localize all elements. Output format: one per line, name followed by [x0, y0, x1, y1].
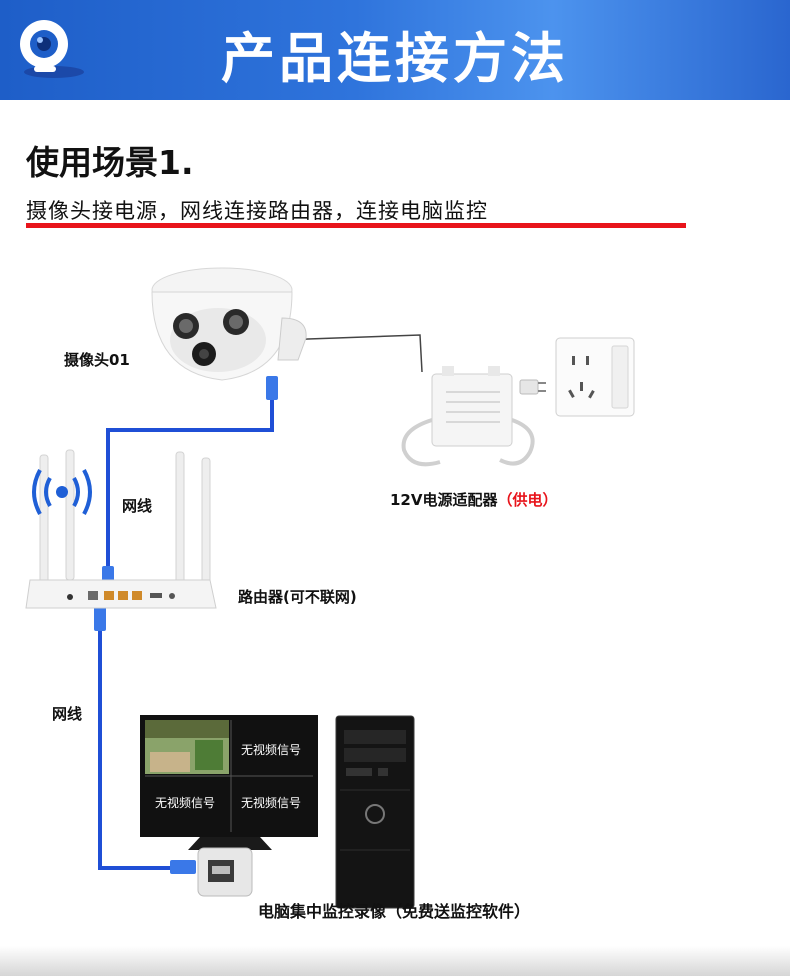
network-cable-bottom	[94, 605, 196, 874]
bottom-divider	[0, 946, 790, 976]
network-port-closeup-icon	[197, 847, 253, 897]
monitor-icon	[140, 715, 318, 850]
network-cable-top	[102, 376, 278, 588]
monitor-quad-label: 无视频信号	[155, 796, 216, 810]
header-banner: 产品连接方法	[0, 0, 790, 100]
wall-socket-icon	[555, 337, 635, 417]
pc-label: 电脑集中监控录像（免费送监控软件）	[258, 902, 531, 921]
cable-label-bottom: 网线	[52, 705, 83, 723]
router-label: 路由器(可不联网)	[238, 588, 357, 606]
adapter-label: 12V电源适配器（供电）	[390, 489, 558, 510]
adapter-label-main: 12V电源适配器	[390, 491, 498, 509]
scene-title: 使用场景1.	[26, 143, 194, 182]
router-icon	[25, 449, 217, 609]
wifi-signal-icon	[32, 469, 92, 515]
scene-description: 摄像头接电源，网线连接路由器，连接电脑监控	[26, 199, 488, 223]
power-adapter-icon	[401, 366, 546, 467]
page-title: 产品连接方法	[221, 27, 569, 90]
monitor-quad-label: 无视频信号	[241, 796, 302, 810]
adapter-label-note: （供电）	[497, 491, 558, 509]
monitor-quad-label: 无视频信号	[241, 743, 302, 757]
pc-tower-icon	[335, 715, 415, 909]
camera-label: 摄像头01	[64, 351, 130, 369]
dome-camera-icon	[151, 267, 307, 381]
cable-label-top: 网线	[122, 497, 153, 515]
webcam-logo-icon	[20, 20, 84, 78]
title-underline	[26, 223, 686, 228]
